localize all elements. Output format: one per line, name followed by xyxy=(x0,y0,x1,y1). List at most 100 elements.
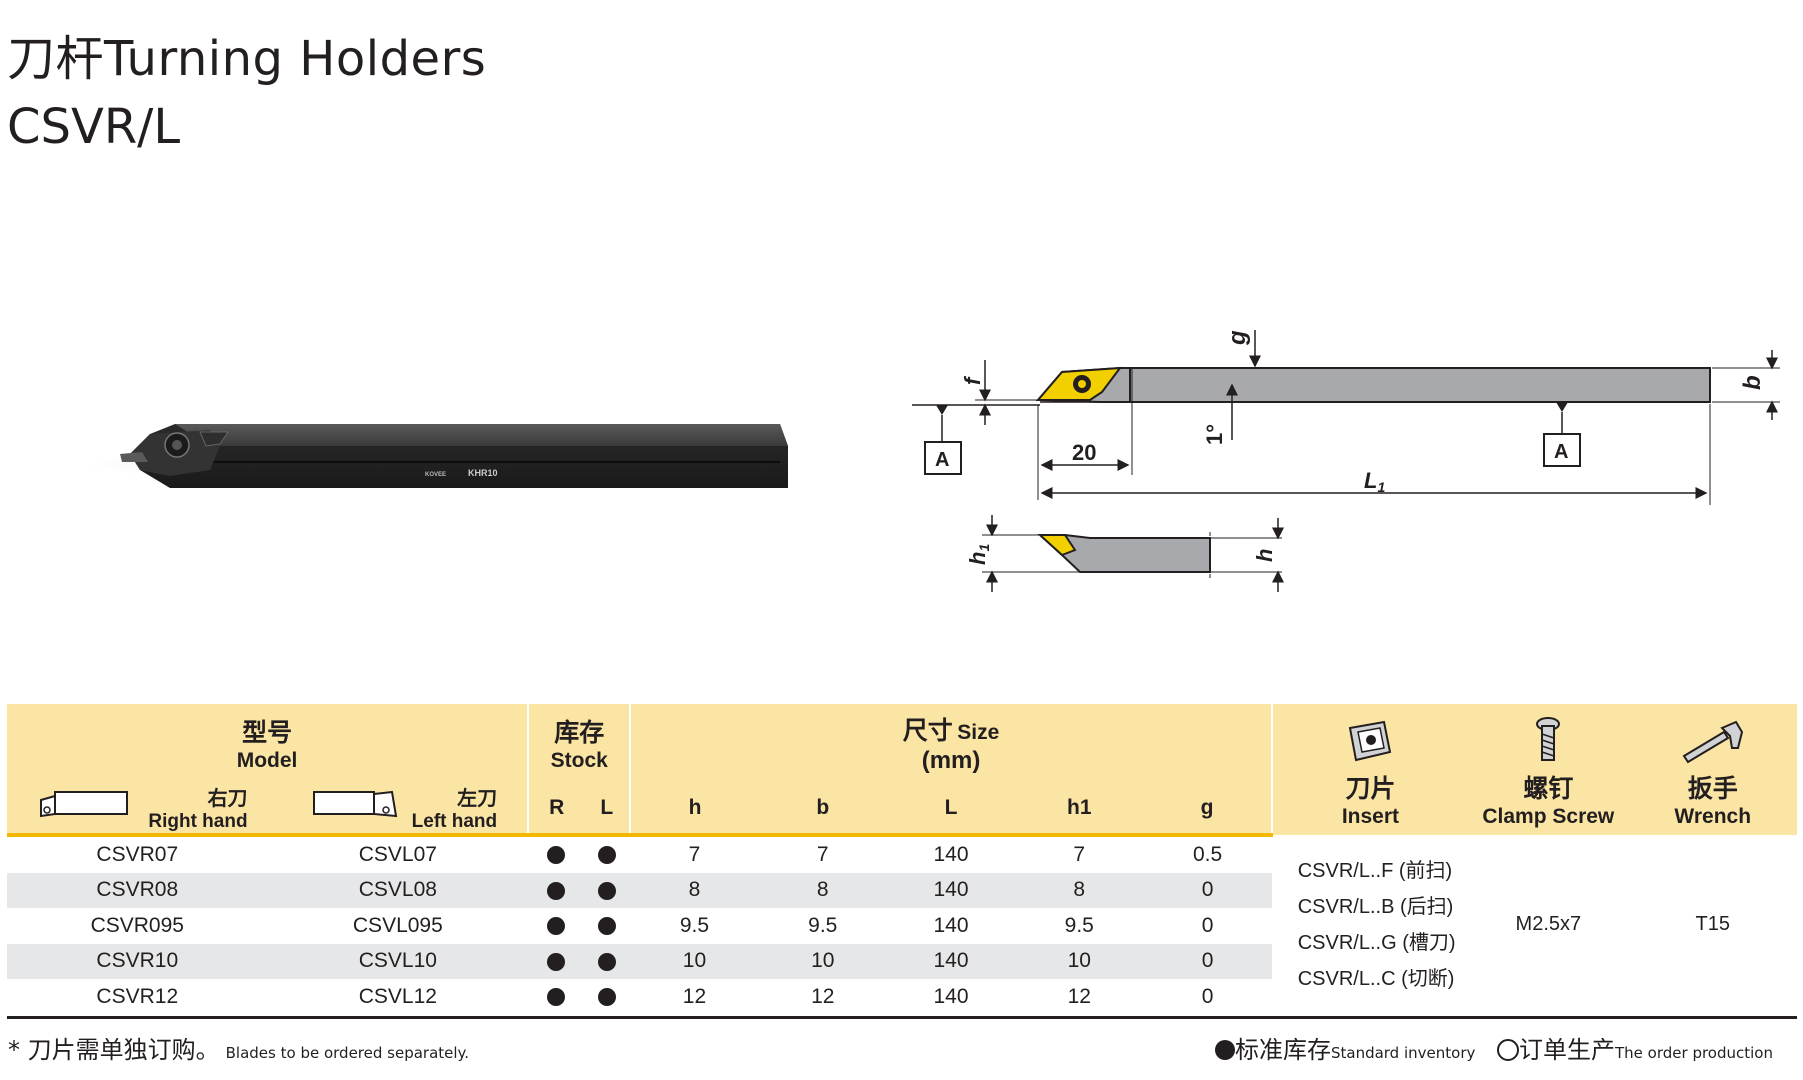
model-right: CSVR12 xyxy=(96,984,179,1008)
size-g: 0 xyxy=(1201,913,1214,937)
size-g: 0 xyxy=(1143,943,1272,979)
screw-icon xyxy=(1536,717,1561,761)
size-h1: 7 xyxy=(1073,842,1086,866)
stock-r xyxy=(528,908,584,944)
header-size-zh: 尺寸 xyxy=(902,716,953,745)
size-h: 7 xyxy=(688,842,701,866)
size-g: 0 xyxy=(1201,984,1214,1008)
size-h1: 10 xyxy=(1015,943,1144,979)
table-row: CSVR12 CSVL12 12 12 140 12 0 xyxy=(7,979,1797,1015)
size-h1: 8 xyxy=(1015,872,1144,908)
table-row: CSVR07 CSVL07 7 7 140 7 0.5 CSVR/L..F (前… xyxy=(7,835,1797,990)
header-right-zh: 右刀 xyxy=(207,786,248,810)
brand-mark: KOVEE xyxy=(425,472,446,478)
header-insert: 刀片 Insert xyxy=(1271,704,1469,835)
screw-value: M2.5x7 xyxy=(1515,913,1582,936)
header-screw-en: Clamp Screw xyxy=(1482,805,1615,828)
stock-l xyxy=(584,943,631,979)
header-size-en: Size xyxy=(957,721,1000,744)
stock-dot xyxy=(547,952,566,971)
size-L: 140 xyxy=(933,842,969,866)
header-col-g: g xyxy=(1143,782,1273,837)
model-left: CSVL095 xyxy=(352,913,443,937)
model-right: CSVR10 xyxy=(7,943,268,979)
header-col-h1: h1 xyxy=(1015,782,1144,837)
dim-L1-main: L xyxy=(1364,468,1377,493)
dim-h1: h1 xyxy=(965,544,992,565)
model-left: CSVL12 xyxy=(358,984,437,1008)
header-wrench-en: Wrench xyxy=(1674,805,1752,828)
dim-angle: 1° xyxy=(1202,424,1227,445)
header-screw: 螺钉 Clamp Screw xyxy=(1468,704,1629,835)
legend-standard-zh: 标准库存 xyxy=(1234,1036,1331,1064)
header-stock-en: Stock xyxy=(550,749,608,772)
header-model: 型号 Model xyxy=(7,704,530,782)
stock-r xyxy=(528,979,584,1015)
stock-dot xyxy=(547,881,566,900)
stock-dot xyxy=(598,917,617,936)
dim-g: g xyxy=(1224,330,1251,346)
legend-order-en: The order production xyxy=(1615,1044,1773,1062)
size-h1: 12 xyxy=(1067,984,1091,1008)
order-production-icon xyxy=(1497,1039,1520,1061)
header-insert-en: Insert xyxy=(1341,805,1400,828)
header-col-h: h xyxy=(630,782,759,837)
header-stock: 库存 Stock xyxy=(528,704,632,782)
size-h: 10 xyxy=(630,943,759,979)
technical-drawing: b g 1° f A A 20 L1 h1 h xyxy=(912,330,1780,592)
dim-20: 20 xyxy=(1072,440,1096,465)
stock-dot xyxy=(598,846,617,865)
page-title: 刀杆Turning Holders xyxy=(7,30,486,88)
header-left-en: Left hand xyxy=(411,811,498,832)
stock-l xyxy=(584,979,630,1015)
datum-a-left xyxy=(924,441,962,475)
stock-r xyxy=(528,943,585,979)
size-h: 12 xyxy=(682,984,707,1008)
size-b: 12 xyxy=(811,984,835,1008)
header-size-unit: (mm) xyxy=(921,747,981,774)
model-right: CSVR095 xyxy=(90,913,184,937)
header-model-zh: 型号 xyxy=(242,718,293,747)
stock-dot xyxy=(547,846,566,865)
header-insert-zh: 刀片 xyxy=(1345,774,1396,803)
stock-l xyxy=(584,872,631,908)
left-hand-icon xyxy=(312,790,397,818)
standard-inventory-icon xyxy=(1214,1040,1235,1060)
size-b: 10 xyxy=(758,943,887,979)
size-b: 8 xyxy=(758,872,887,908)
dim-L1-sub: 1 xyxy=(1377,479,1385,495)
footnote-en: Blades to be ordered separately. xyxy=(225,1044,470,1062)
stock-dot xyxy=(547,917,566,936)
size-L: 140 xyxy=(933,913,969,937)
datum-a-right-label: A xyxy=(1554,441,1568,463)
header-wrench-zh: 扳手 xyxy=(1687,774,1738,803)
stock-legend: 标准库存Standard inventory 订单生产The order pro… xyxy=(1214,1030,1773,1065)
wrench-value: T15 xyxy=(1695,913,1730,936)
header-right-hand: 右刀 Right hand xyxy=(7,782,268,837)
stock-r xyxy=(528,835,584,873)
dim-h1-sub: 1 xyxy=(976,544,992,552)
model-right: CSVR08 xyxy=(7,872,268,908)
header-left-zh: 左刀 xyxy=(457,786,498,810)
legend-standard-en: Standard inventory xyxy=(1330,1044,1476,1062)
stock-dot xyxy=(598,881,617,900)
header-col-b: b xyxy=(758,782,887,837)
size-b: 9.5 xyxy=(808,913,838,937)
model-left: CSVL10 xyxy=(267,943,529,979)
dim-b: b xyxy=(1739,375,1766,390)
model-left: CSVL08 xyxy=(267,872,529,908)
header-model-en: Model xyxy=(236,749,298,772)
size-h1: 9.5 xyxy=(1064,913,1094,937)
insert-item: CSVR/L..G (槽刀) xyxy=(1297,931,1456,954)
stock-dot xyxy=(547,988,566,1007)
product-code-title: CSVR/L xyxy=(7,99,181,155)
header-screw-zh: 螺钉 xyxy=(1523,774,1574,803)
legend-order-zh: 订单生产 xyxy=(1519,1036,1616,1064)
model-left: CSVL07 xyxy=(358,842,437,866)
title-en: Turning Holders xyxy=(104,31,487,87)
dim-L1: L1 xyxy=(1364,468,1385,495)
dim-h: h xyxy=(1252,549,1277,562)
insert-item: CSVR/L..F (前扫) xyxy=(1297,859,1453,882)
stock-l xyxy=(584,908,630,944)
size-g: 0.5 xyxy=(1192,842,1223,866)
